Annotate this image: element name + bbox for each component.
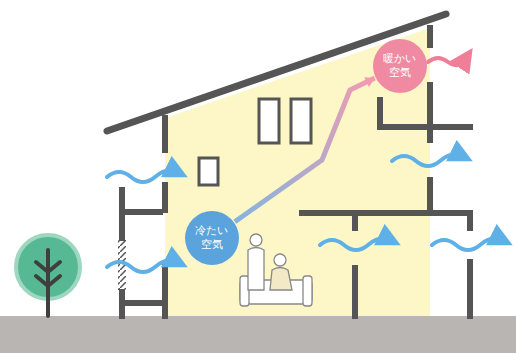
ground	[0, 316, 516, 353]
air-label: 冷たい 空気	[193, 224, 230, 253]
air-circle: 暖かい 空気	[373, 39, 427, 93]
tree	[16, 235, 80, 316]
airflow-connector	[235, 78, 375, 222]
arrow-head	[364, 77, 374, 87]
air-circle: 冷たい 空気	[185, 211, 239, 265]
people-on-sofa	[240, 234, 312, 306]
air-label: 暖かい 空気	[381, 52, 418, 81]
